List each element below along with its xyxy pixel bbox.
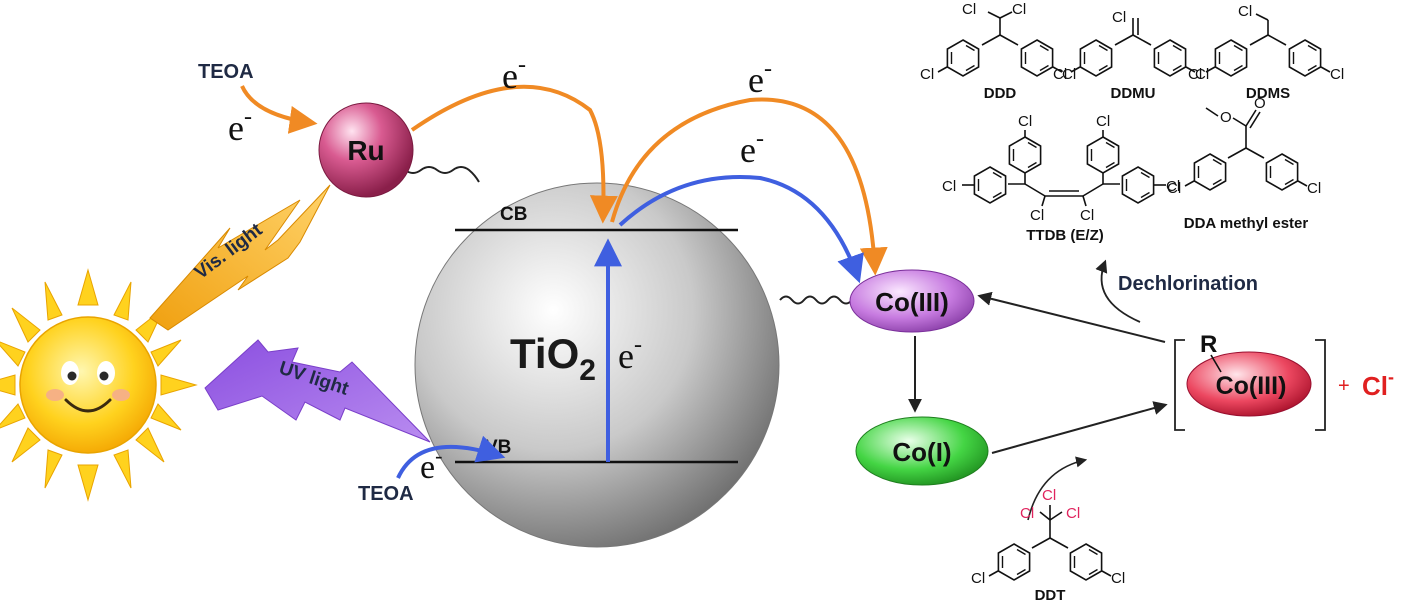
e-cb-co-label: e [748,60,764,100]
tio2-subscript: 2 [579,354,596,387]
dda-methyl-ester-structure: O O Cl Cl DDA methyl ester [1167,95,1321,232]
ddt-structure: Cl Cl Cl Cl Cl DDT [971,487,1125,604]
svg-text:e-: e- [228,104,252,148]
svg-text:O: O [1220,109,1232,126]
svg-text:e-: e- [618,332,642,376]
cb-label: CB [500,204,527,225]
svg-text:Cl: Cl [1018,113,1032,130]
svg-text:Cl: Cl [1053,66,1067,83]
svg-text:e-: e- [748,56,772,100]
e-cb-co-blue-label: e [740,130,756,170]
e-ru-cb-label: e [502,56,518,96]
svg-text:Cl: Cl [1042,487,1056,504]
teoa-to-vb-arrow [396,435,506,479]
e-teoa-ru-label: e [228,108,244,148]
visible-light-bolt: Vis. light [149,184,331,331]
co3-ellipse [849,269,975,333]
ddt-feed-arrow [1027,456,1088,521]
ddmu-structure: Cl Cl Cl DDMU [1053,9,1209,102]
co3-complex-label: Co(III) [1216,372,1287,400]
co1-label: Co(I) [892,437,951,467]
svg-text:e-: e- [420,443,442,486]
svg-text:Cl: Cl [1080,207,1094,224]
complex-to-co3-arrow [977,291,1166,343]
chloride-label: Cl [1362,371,1388,401]
ddd-structure: Cl Cl Cl Cl DDD [920,1,1076,102]
ddms-label: DDMS [1246,85,1290,102]
co1-to-complex-arrow [991,401,1168,454]
co3-label: Co(III) [875,287,949,317]
svg-text:Cl: Cl [942,178,956,195]
svg-text:Cl: Cl [920,66,934,83]
alkyl-cobalt-complex: R Co(III) [1174,331,1326,431]
dechlorination-arrow [1095,259,1141,323]
cb-to-co3-blue-arrow [618,175,864,284]
tio2-label: TiO [510,330,579,377]
teoa-to-ru-arrow [240,85,318,134]
ru-sphere [318,102,414,198]
ttdb-structure: Cl Cl Cl Cl Cl Cl TTDB (E/Z) [942,113,1180,244]
teoa-top-label: TEOA [198,61,254,83]
dda-label: DDA methyl ester [1184,215,1309,232]
svg-text:O: O [1254,95,1266,112]
svg-text:Cl-: Cl- [1362,367,1394,401]
uv-light-bolt: UV light [204,339,431,443]
tio2-particle: TiO2 [414,182,780,548]
sun-icon [0,268,198,502]
ru-to-cb-arrow [410,84,618,224]
ddd-label: DDD [984,85,1017,102]
svg-text:Cl: Cl [971,570,985,587]
co1-ellipse [855,416,989,486]
e-vb-cb-label: e [618,336,634,376]
svg-text:TiO2: TiO2 [510,330,596,387]
svg-text:Cl: Cl [1330,66,1344,83]
r-group-label: R [1200,331,1217,358]
svg-text:Cl: Cl [1111,570,1125,587]
cb-to-co3-orange-arrow [610,97,888,276]
svg-text:Cl: Cl [962,1,976,18]
svg-text:Cl: Cl [1020,505,1034,522]
svg-text:Cl: Cl [1167,180,1181,197]
e-teoa-vb-label: e [420,449,435,486]
ttdb-label: TTDB (E/Z) [1026,227,1103,244]
svg-text:Cl: Cl [1166,178,1180,195]
ru-label: Ru [347,135,384,166]
svg-text:Cl: Cl [1188,66,1202,83]
plus-label: + [1338,375,1350,397]
svg-text:Cl: Cl [1195,66,1209,83]
svg-text:Cl: Cl [1012,1,1026,18]
svg-text:Cl: Cl [1066,505,1080,522]
svg-text:e-: e- [502,52,526,96]
svg-text:Cl: Cl [1112,9,1126,26]
ru-linker [404,166,480,183]
svg-text:e-: e- [740,126,764,170]
ddmu-label: DDMU [1111,85,1156,102]
ddms-structure: Cl Cl Cl DDMS [1188,3,1344,102]
teoa-bottom-label: TEOA [358,483,414,505]
svg-text:Cl: Cl [1030,207,1044,224]
ddt-label: DDT [1035,587,1066,603]
svg-text:Cl: Cl [1238,3,1252,20]
svg-text:Cl: Cl [1307,180,1321,197]
svg-text:Cl: Cl [1096,113,1110,130]
dechlorination-label: Dechlorination [1118,273,1258,295]
